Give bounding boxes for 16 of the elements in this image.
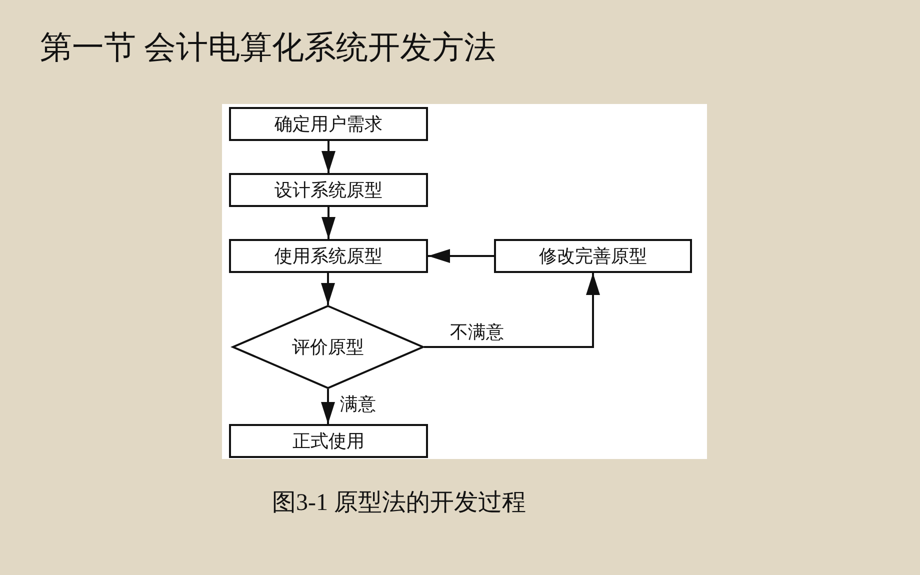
edge-label: 不满意 <box>448 321 506 343</box>
arrow <box>322 141 336 173</box>
process-box: 修改完善原型 <box>494 239 692 273</box>
edge-label: 满意 <box>338 393 378 415</box>
arrow <box>424 273 600 348</box>
process-box: 确定用户需求 <box>229 107 428 141</box>
slide-title: 第一节 会计电算化系统开发方法 <box>40 28 496 67</box>
arrow <box>321 389 335 424</box>
arrow <box>322 207 336 239</box>
arrow <box>321 273 335 305</box>
process-box: 设计系统原型 <box>229 173 428 207</box>
decision-diamond: 评价原型 <box>232 305 424 389</box>
process-box: 正式使用 <box>229 424 428 458</box>
figure-caption: 图3-1 原型法的开发过程 <box>272 489 526 518</box>
arrow <box>428 249 494 263</box>
process-box: 使用系统原型 <box>229 239 428 273</box>
